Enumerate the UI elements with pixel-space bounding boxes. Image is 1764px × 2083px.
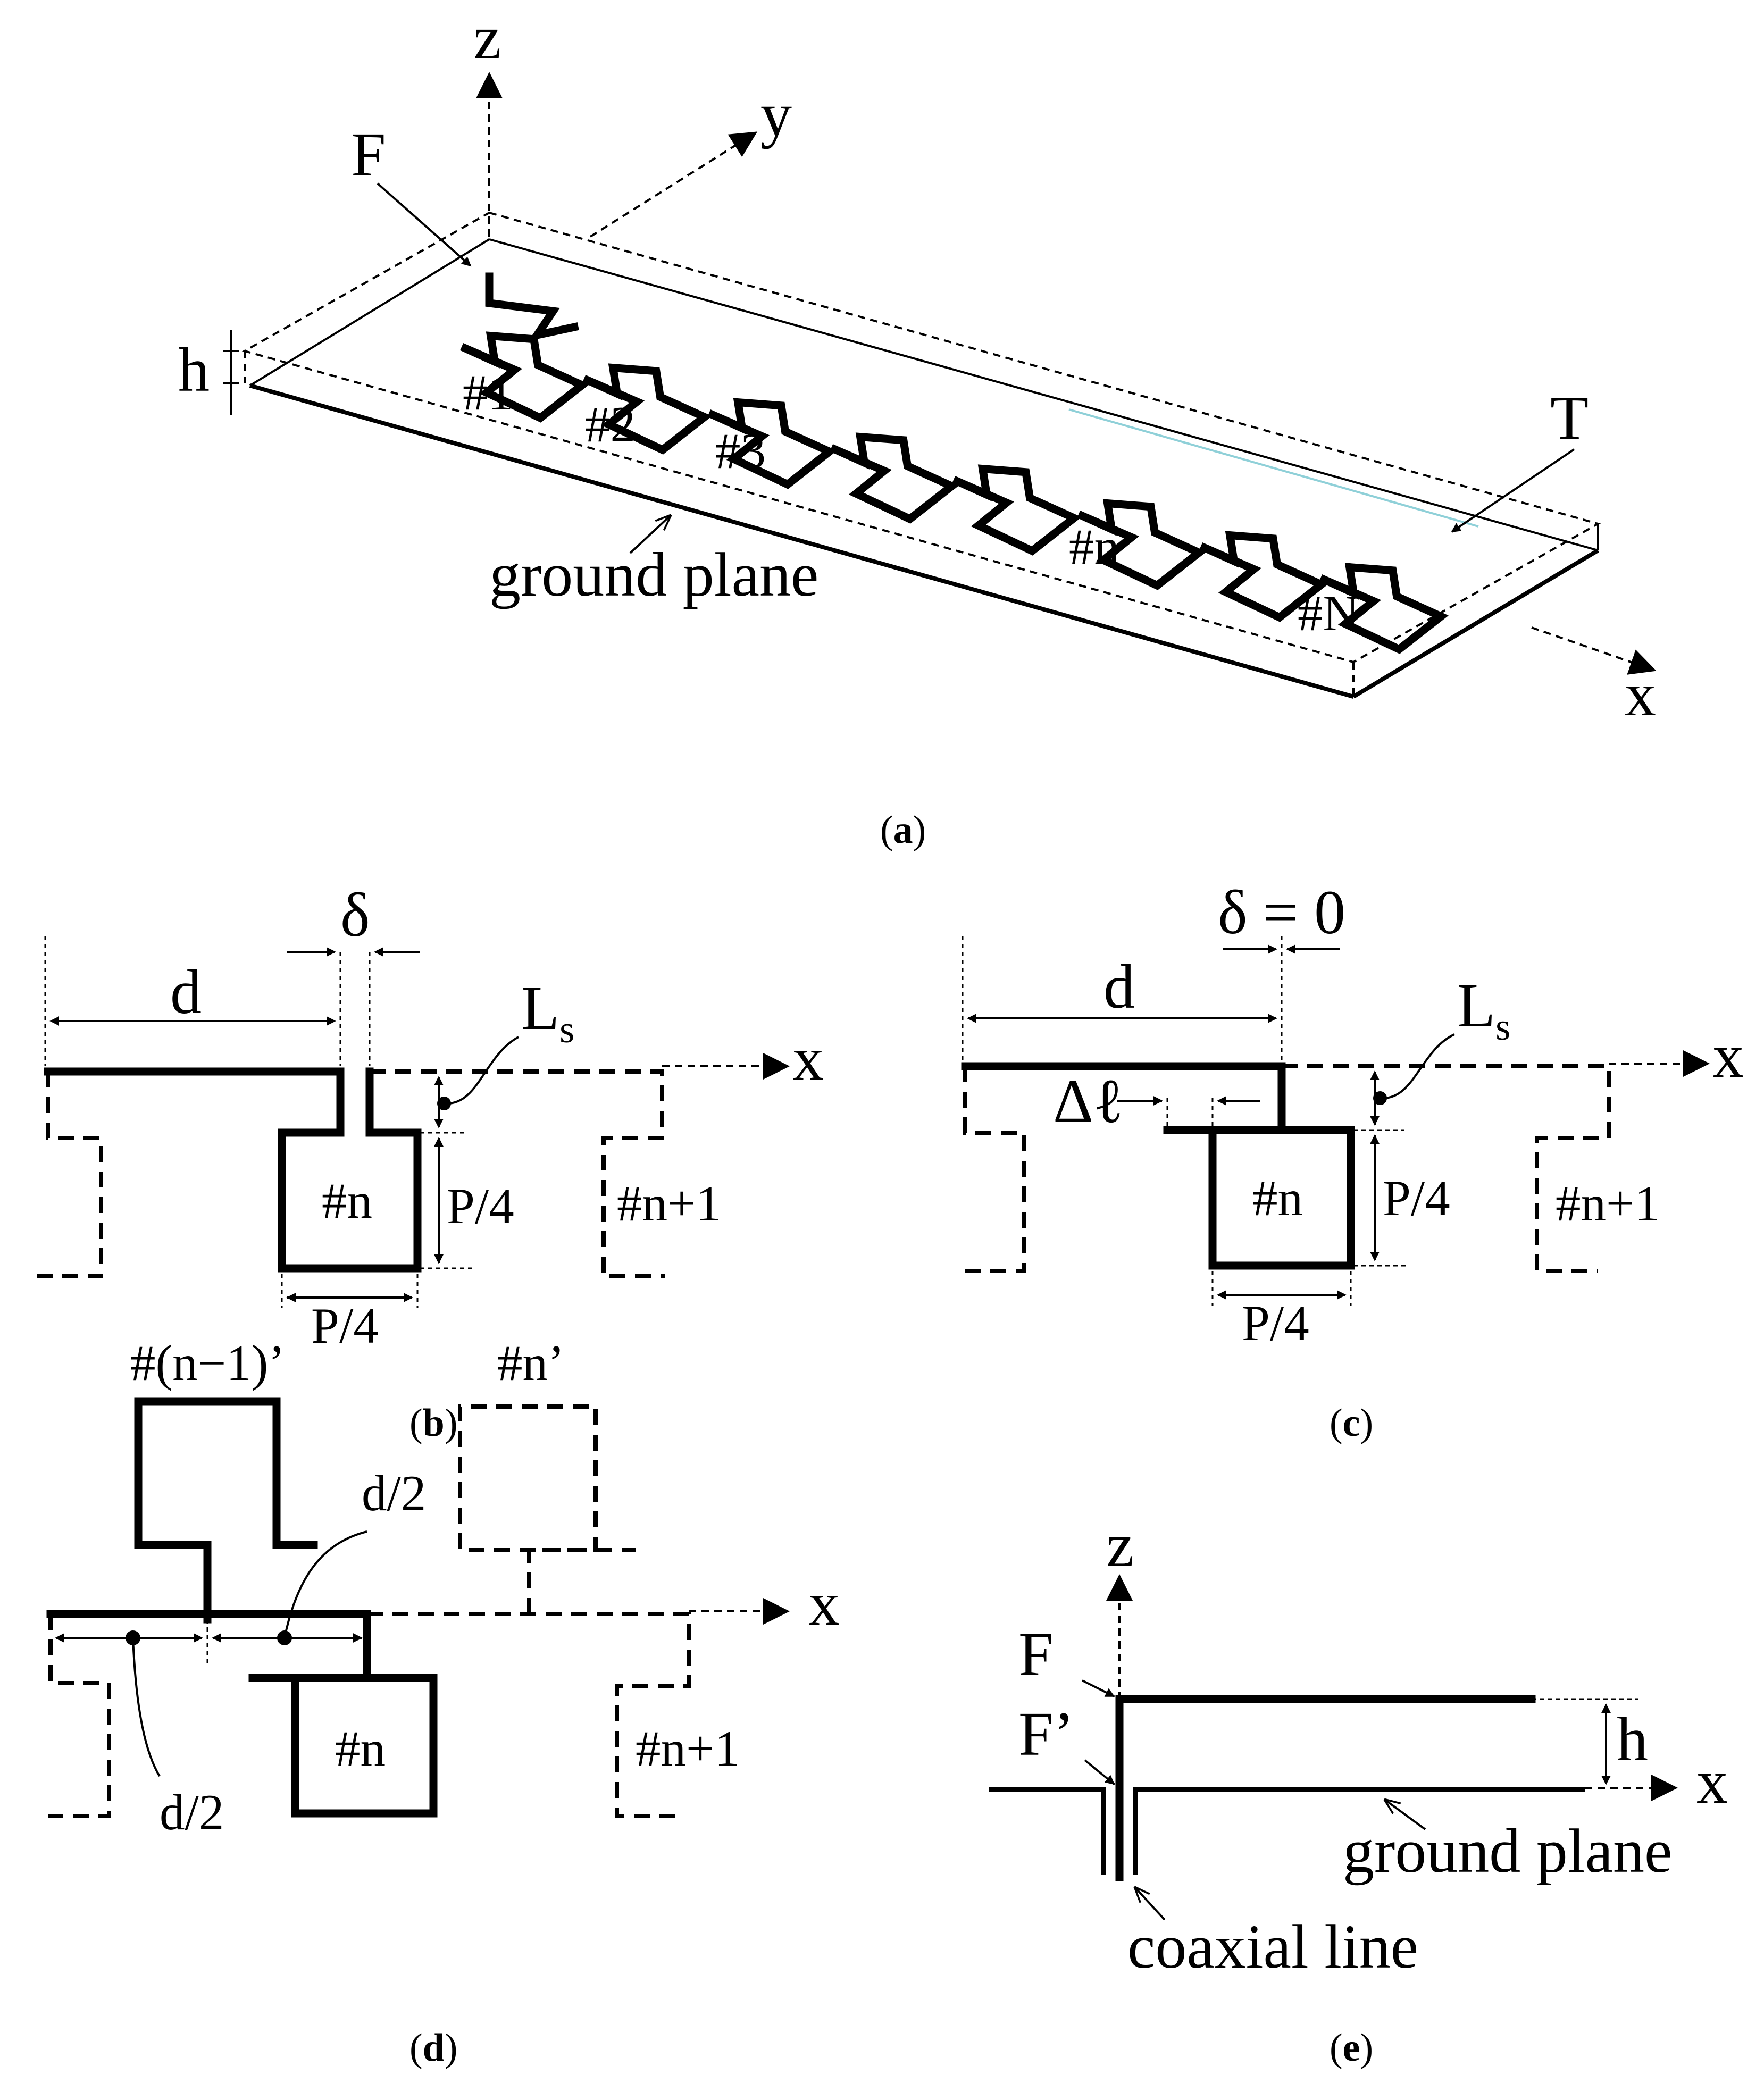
d-label-c: d — [1103, 952, 1135, 1022]
delta-label-b: δ — [340, 880, 370, 950]
element-n-d: #n — [335, 1720, 386, 1777]
prev-element-dashed-c — [963, 1066, 1026, 1273]
caption-e: (e) — [1330, 2026, 1373, 2070]
feed-label: F — [351, 120, 386, 189]
panel-b: x d δ Ls P/4 P/4 #n #n+1 (b) — [27, 880, 824, 1445]
caption-c: (c) — [1330, 1401, 1373, 1445]
d2-upper-label: d/2 — [362, 1465, 426, 1521]
element-n-b: #n — [322, 1173, 372, 1229]
panel-c: x d δ = 0 Δℓ Ls P/4 P/4 #n #n+1 (c) — [961, 877, 1744, 1445]
element-label-2: #2 — [585, 396, 636, 453]
height-label: h — [178, 335, 210, 405]
x-axis — [1531, 626, 1657, 675]
element-n1-d: #n+1 — [636, 1720, 740, 1777]
element-label-n: #n — [1069, 518, 1119, 575]
y-label: y — [760, 80, 792, 149]
image-element-n-dashed — [458, 1404, 636, 1614]
p4-vertical-c: P/4 — [1383, 1170, 1450, 1226]
ground-plane-label: ground plane — [489, 540, 818, 609]
panel-e: z x h F F’ ground plane coaxial line (e) — [989, 1510, 1728, 2070]
panel-d: x d/2 d/2 #(n−1)’ #n’ #n #n+1 (d) — [46, 1335, 840, 2070]
feed-prime-label: F’ — [1018, 1699, 1074, 1769]
element-label-N: #N — [1298, 585, 1359, 641]
termination-label: T — [1550, 383, 1589, 453]
meander-line — [453, 272, 1449, 657]
caption-b: (b) — [409, 1401, 457, 1445]
x-label-b: x — [792, 1024, 824, 1093]
x-label-e: x — [1696, 1747, 1728, 1817]
delta-l-label: Δℓ — [1053, 1066, 1123, 1136]
panel-a: z y x F h #1 #2 #3 #n #N T — [178, 3, 1657, 852]
coaxial-line-label: coaxial line — [1127, 1912, 1418, 1981]
x-label-d: x — [808, 1569, 840, 1638]
next-element-dashed-d — [367, 1612, 691, 1818]
z-label: z — [473, 3, 501, 72]
ls-label-b: Ls — [521, 973, 574, 1051]
element-n-prime: #n’ — [497, 1335, 565, 1391]
caption-d: (d) — [409, 2026, 457, 2070]
next-element-dashed-c — [1282, 1064, 1611, 1273]
next-element-dashed — [370, 1069, 665, 1278]
element-n-minus-1-prime: #(n−1)’ — [130, 1335, 285, 1391]
element-n1-c: #n+1 — [1556, 1175, 1660, 1232]
y-axis — [589, 131, 758, 238]
h-label-e: h — [1617, 1704, 1648, 1774]
p4-vertical-b: P/4 — [447, 1178, 514, 1234]
prev-element-dashed-d — [48, 1614, 111, 1818]
d2-lower-label: d/2 — [160, 1784, 224, 1841]
element-label-1: #1 — [463, 364, 513, 421]
x-label: x — [1625, 659, 1656, 729]
delta-zero-label: δ = 0 — [1218, 877, 1345, 947]
d-label-b: d — [170, 957, 202, 1027]
element-n-c: #n — [1252, 1170, 1303, 1226]
p4-horizontal-c: P/4 — [1242, 1295, 1309, 1351]
p4-horizontal-b: P/4 — [311, 1298, 379, 1354]
prev-element-dashed — [27, 1072, 103, 1278]
feed-label-e: F — [1018, 1619, 1054, 1689]
z-label-e: z — [1106, 1510, 1134, 1580]
element-n1-b: #n+1 — [617, 1175, 721, 1232]
ls-label-c: Ls — [1457, 971, 1510, 1048]
x-label-c: x — [1712, 1021, 1744, 1091]
caption-a: (a) — [880, 808, 926, 852]
element-label-3: #3 — [715, 423, 766, 479]
ground-plane-label-e: ground plane — [1343, 1816, 1672, 1886]
